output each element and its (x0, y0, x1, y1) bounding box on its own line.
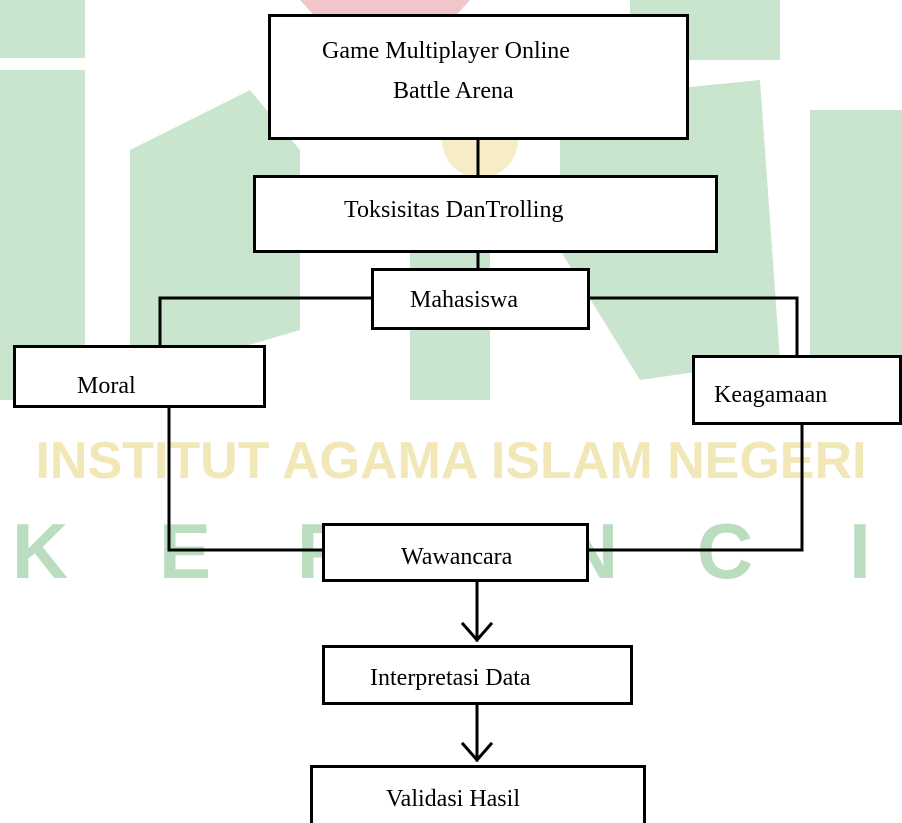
watermark-letter: I (849, 507, 871, 595)
node-moral: Moral (13, 345, 266, 408)
logo-left-top-bar (0, 0, 85, 58)
arrowhead-interpretasi (460, 621, 494, 643)
connector-keagamaan-wawancara (587, 423, 804, 552)
connector-moral-wawancara (167, 406, 324, 552)
node-validasi-label: Validasi Hasil (386, 786, 520, 812)
node-game-label-line2: Battle Arena (393, 78, 514, 104)
watermark-institution-text: INSTITUT AGAMA ISLAM NEGERI (35, 432, 866, 490)
logo-left-diagonal (130, 90, 300, 380)
logo-right-pillar (810, 110, 902, 400)
node-game-label-line1: Game Multiplayer Online (322, 38, 570, 64)
connector-mahasiswa-keagamaan (588, 296, 799, 357)
node-toksisitas-label: Toksisitas DanTrolling (344, 197, 564, 223)
node-moral-label: Moral (77, 373, 136, 399)
node-validasi-hasil: Validasi Hasil (310, 765, 646, 823)
watermark-letter: K (12, 507, 68, 595)
node-interpretasi-label: Interpretasi Data (370, 665, 531, 691)
node-mahasiswa-label: Mahasiswa (410, 287, 518, 313)
node-wawancara: Wawancara (322, 523, 589, 582)
node-game-multiplayer: Game Multiplayer Online Battle Arena (268, 14, 689, 140)
node-mahasiswa: Mahasiswa (371, 268, 590, 330)
node-keagamaan-label: Keagamaan (714, 382, 828, 408)
arrowhead-validasi (460, 741, 494, 763)
node-wawancara-label: Wawancara (401, 544, 513, 570)
connector-mahasiswa-moral (158, 296, 373, 347)
node-interpretasi-data: Interpretasi Data (322, 645, 633, 705)
node-toksisitas-trolling: Toksisitas DanTrolling (253, 175, 718, 253)
node-keagamaan: Keagamaan (692, 355, 902, 425)
